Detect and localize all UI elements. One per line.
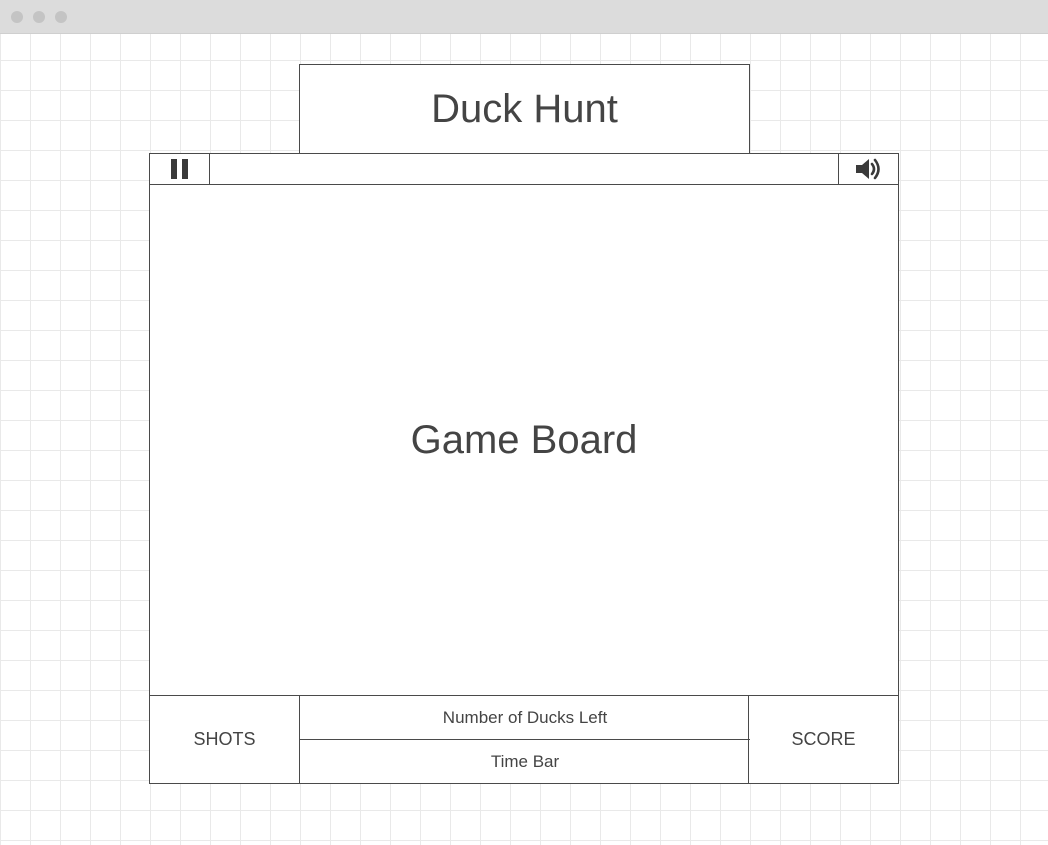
- game-board[interactable]: Game Board: [149, 184, 899, 696]
- sound-button[interactable]: [838, 154, 898, 184]
- game-toolbar: [149, 153, 899, 185]
- game-board-label: Game Board: [410, 417, 638, 462]
- score-label: SCORE: [791, 729, 856, 749]
- window-minimize-dot[interactable]: [33, 11, 45, 23]
- pause-button[interactable]: [150, 154, 210, 184]
- ducks-left-indicator: Number of Ducks Left: [300, 696, 750, 740]
- shots-label: SHOTS: [193, 729, 256, 749]
- window-titlebar: [0, 0, 1048, 34]
- time-bar-label: Time Bar: [490, 751, 560, 771]
- shots-counter: SHOTS: [150, 696, 300, 783]
- title-panel: Duck Hunt: [299, 64, 750, 155]
- ducks-left-label: Number of Ducks Left: [442, 707, 608, 727]
- status-panel: SHOTS Number of Ducks Left Time Bar SCOR…: [149, 695, 899, 784]
- round-info: Number of Ducks Left Time Bar: [300, 696, 750, 783]
- pause-icon: [170, 159, 188, 179]
- window-maximize-dot[interactable]: [55, 11, 67, 23]
- time-bar: Time Bar: [300, 740, 750, 783]
- game-title: Duck Hunt: [431, 87, 618, 131]
- score-display: SCORE: [748, 696, 898, 783]
- speaker-icon: [855, 158, 880, 180]
- window-close-dot[interactable]: [11, 11, 23, 23]
